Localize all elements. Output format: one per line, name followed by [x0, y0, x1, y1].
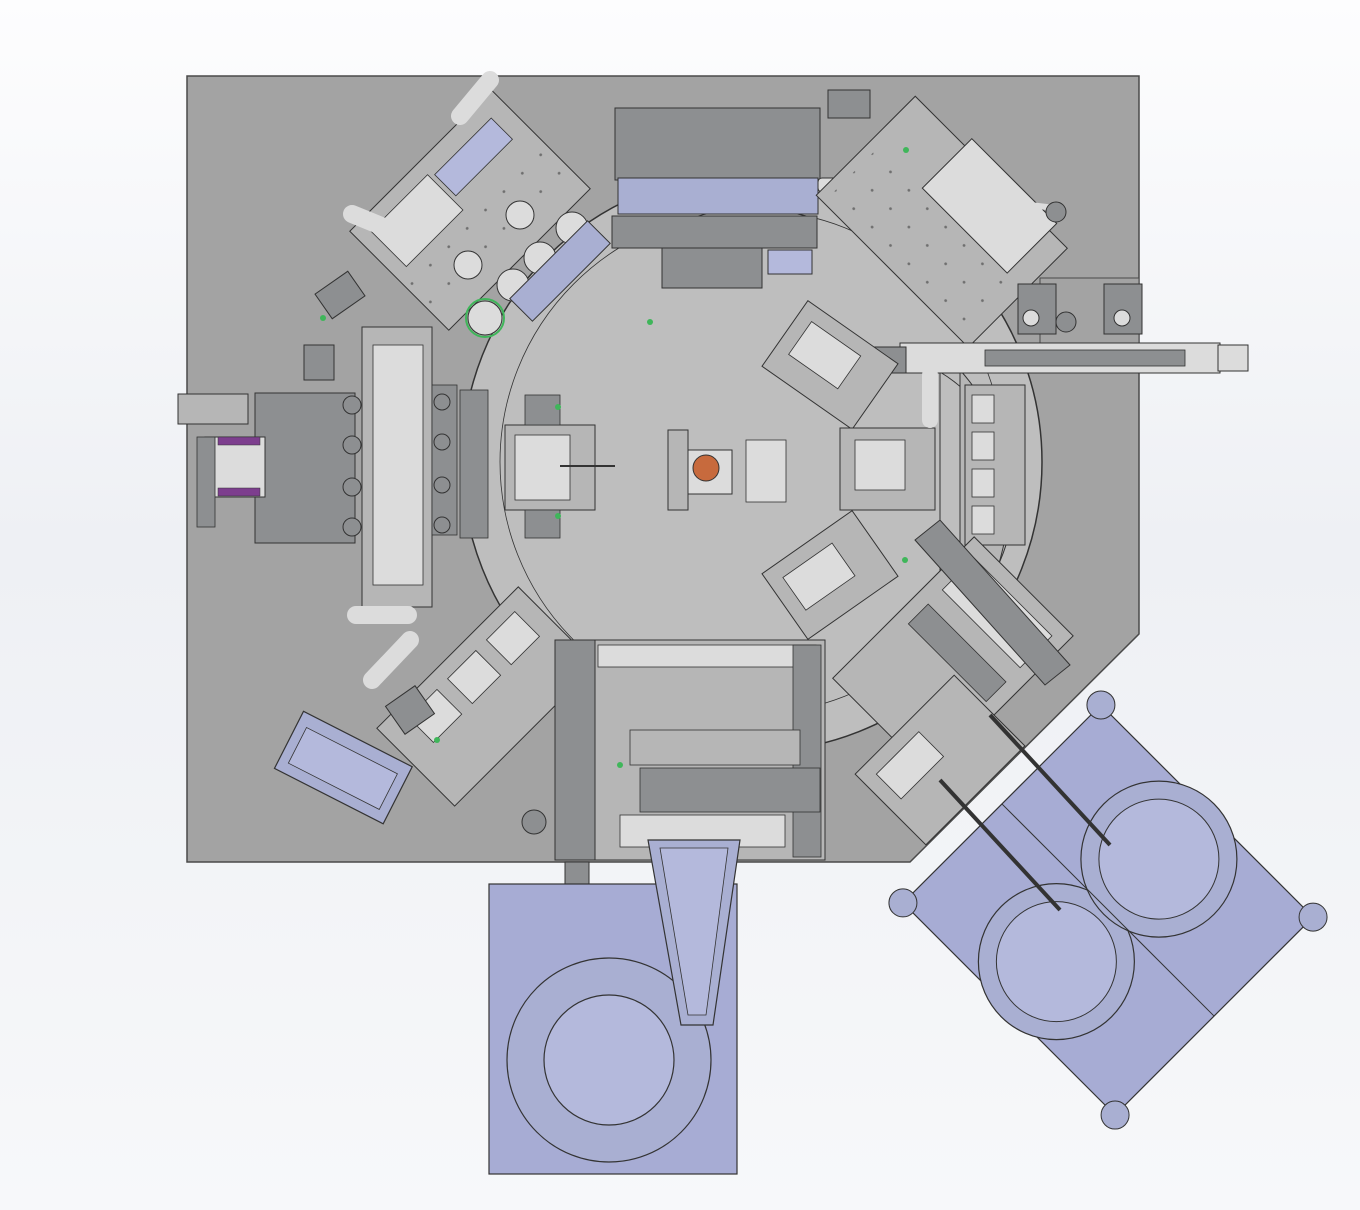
top-right-station[interactable] — [815, 89, 1074, 348]
base-feet — [521, 201, 1077, 835]
right-fixture-column — [964, 384, 1026, 546]
right-station-lower[interactable] — [761, 509, 899, 641]
tray-feeder-rods — [938, 713, 1112, 912]
top-feeder-station[interactable] — [611, 107, 839, 289]
cable-tubes — [343, 71, 1058, 689]
top-left-station[interactable] — [349, 89, 591, 331]
left-cylinder-row — [342, 393, 451, 537]
bottom-left-station[interactable] — [376, 586, 597, 807]
valve-blocks — [303, 89, 871, 735]
vibratory-bowl-feeder[interactable] — [488, 839, 741, 1175]
parts-bin[interactable] — [273, 710, 414, 825]
left-station[interactable] — [196, 326, 489, 608]
left-outboard-bracket — [177, 393, 249, 425]
bottom-right-station-lower[interactable] — [854, 674, 1026, 846]
dual-tray-feeder[interactable] — [883, 685, 1333, 1135]
sensor-markers — [320, 147, 909, 768]
right-station-middle[interactable] — [839, 427, 936, 511]
center-index-hub[interactable] — [667, 429, 787, 511]
top-left-bushing-cluster — [453, 200, 611, 338]
cable-tube-icon — [451, 71, 499, 125]
right-station-upper[interactable] — [761, 299, 899, 431]
diagonal-linear-rail[interactable] — [914, 519, 1071, 686]
center-left-fixture[interactable] — [504, 394, 615, 539]
